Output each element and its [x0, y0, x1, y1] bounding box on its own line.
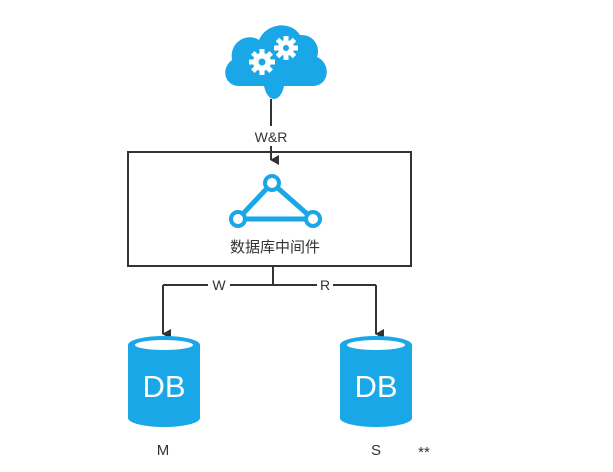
edge-label-write: W [212, 277, 226, 293]
edge-label-read: R [320, 277, 330, 293]
triangle-network-icon [229, 174, 322, 228]
database-symbol-master: DB [142, 369, 185, 404]
edge-label-bg-write [208, 277, 230, 293]
database-name-master: M [157, 442, 170, 459]
database-master: DB [128, 336, 200, 427]
database-slave: DB [340, 336, 412, 427]
middleware-label: 数据库中间件 [230, 239, 320, 256]
footnote-mark: ** [418, 444, 430, 461]
gear-large-icon [274, 36, 298, 60]
database-cylinder-icon [128, 336, 200, 427]
edge-label-bg-read [317, 277, 333, 293]
database-name-slave: S [371, 442, 381, 459]
cloud-gears-icon [225, 25, 327, 100]
gear-small-icon [249, 49, 275, 75]
database-cylinder-icon [340, 336, 412, 427]
database-symbol-slave: DB [354, 369, 397, 404]
middleware-box [127, 151, 412, 267]
edge-label-client: W&R [255, 129, 288, 145]
